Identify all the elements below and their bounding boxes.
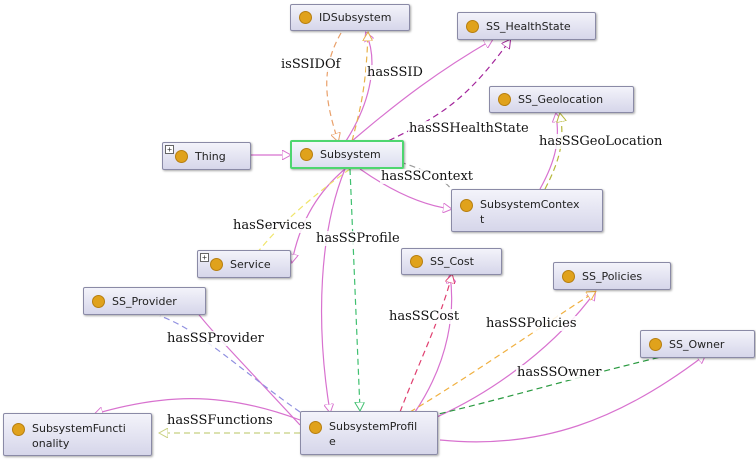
edge-label-hasSSPolicies: hasSSPolicies <box>485 316 578 331</box>
edge-hasSSCost <box>399 275 452 413</box>
node-label: Thing <box>195 149 226 163</box>
edge-hasSSGeoLocation <box>544 114 562 190</box>
edge-subsystem-subclass-subsystemcontext <box>359 168 451 209</box>
edge-subsystem-subclass-ss-healthstate <box>351 40 492 142</box>
edge-label-hasSSOwner: hasSSOwner <box>516 365 603 380</box>
edge-subsystemprofile-subclass-subsystemfunctionality <box>95 398 301 421</box>
class-icon <box>466 19 479 33</box>
node-label-line1: SubsystemProfil <box>329 420 418 433</box>
node-label-line1: SubsystemFuncti <box>32 422 126 435</box>
class-icon <box>562 269 575 283</box>
class-icon <box>12 423 25 436</box>
edge-subsystemprofile-subclass-ss-cost <box>414 275 452 413</box>
class-icon <box>649 337 662 351</box>
node-subsystemfunctionality[interactable]: SubsystemFuncti onality <box>3 413 152 456</box>
node-label: SS_Cost <box>430 255 474 268</box>
node-ss-policies[interactable]: SS_Policies <box>553 262 671 290</box>
node-label: SS_Policies <box>582 269 643 283</box>
node-label: Subsystem <box>320 148 381 161</box>
edge-subsystemcontext-subclass-ss-geolocation <box>539 114 557 190</box>
class-icon <box>498 93 511 106</box>
class-icon <box>299 11 312 24</box>
node-label: SS_Owner <box>669 337 725 351</box>
expand-icon[interactable]: + <box>165 145 174 154</box>
class-icon <box>410 255 423 268</box>
edge-hasSSHealthState <box>379 40 510 146</box>
node-thing[interactable]: + Thing <box>162 142 251 170</box>
edge-hasServices <box>249 168 351 263</box>
node-label-line2: onality <box>32 437 70 450</box>
node-label: IDSubsystem <box>319 11 392 24</box>
edge-label-hasSSHealthState: hasSSHealthState <box>408 121 530 136</box>
edge-hasSSProvider <box>159 315 301 413</box>
edge-isssidof <box>326 32 342 141</box>
node-label: SS_Geolocation <box>518 93 604 106</box>
class-icon <box>175 149 188 163</box>
edge-subsystemprofile-subclass-ss-owner <box>439 355 705 443</box>
class-icon <box>460 199 473 212</box>
node-idsubsystem[interactable]: IDSubsystem <box>290 4 410 31</box>
edge-label-hasSSFunctions: hasSSFunctions <box>166 413 274 428</box>
edge-hasSSPolicies <box>409 292 595 413</box>
edge-hasSSOwner <box>429 348 700 417</box>
edge-label-hasSSCost: hasSSCost <box>388 309 461 324</box>
node-subsystemprofile[interactable]: SubsystemProfil e <box>300 411 438 455</box>
class-icon <box>210 257 223 271</box>
edge-label-hasSSContext: hasSSContext <box>380 169 474 184</box>
class-icon <box>309 421 322 434</box>
edge-label-hasSSProfile: hasSSProfile <box>315 231 401 246</box>
node-label-line2: t <box>480 213 485 226</box>
class-icon <box>300 148 313 161</box>
edge-subsystem-subclass-subsystemprofile <box>320 168 346 412</box>
node-service[interactable]: + Service <box>197 250 291 278</box>
edge-subsystemprofile-subclass-ss-provider <box>190 302 301 426</box>
node-label-line1: SubsystemContex <box>480 198 580 211</box>
node-label-wrap: SubsystemProfil e <box>329 419 417 449</box>
node-subsystemcontext[interactable]: SubsystemContex t <box>451 189 603 232</box>
node-ss-healthstate[interactable]: SS_HealthState <box>457 12 596 40</box>
node-label: SS_HealthState <box>486 19 571 33</box>
node-subsystem[interactable]: Subsystem <box>290 140 404 169</box>
node-ss-cost[interactable]: SS_Cost <box>401 248 502 275</box>
expand-icon[interactable]: + <box>200 253 209 262</box>
edge-label-hasSSGeoLocation: hasSSGeoLocation <box>538 134 664 149</box>
class-icon <box>92 294 105 308</box>
edge-subsystem-subclass-idsubsystem <box>345 33 372 142</box>
node-label: Service <box>230 257 271 271</box>
edge-hasSSProfile <box>349 168 360 410</box>
edge-label-hasServices: hasServices <box>232 218 313 233</box>
node-label-line2: e <box>329 435 336 448</box>
edge-subsystem-subclass-service <box>292 168 346 262</box>
node-label-wrap: SubsystemFuncti onality <box>32 421 126 451</box>
edge-label-isssidof: isSSIDOf <box>280 57 342 72</box>
node-ss-geolocation[interactable]: SS_Geolocation <box>489 86 634 113</box>
edge-label-hasssid: hasSSID <box>366 65 424 80</box>
node-label: SS_Provider <box>112 294 177 308</box>
edge-subsystemprofile-subclass-ss-policies <box>429 292 595 421</box>
node-label-wrap: SubsystemContex t <box>480 197 579 227</box>
edge-label-hasSSProvider: hasSSProvider <box>166 331 265 346</box>
edge-hasssid <box>351 33 368 142</box>
node-ss-owner[interactable]: SS_Owner <box>640 330 755 358</box>
node-ss-provider[interactable]: SS_Provider <box>83 287 206 315</box>
